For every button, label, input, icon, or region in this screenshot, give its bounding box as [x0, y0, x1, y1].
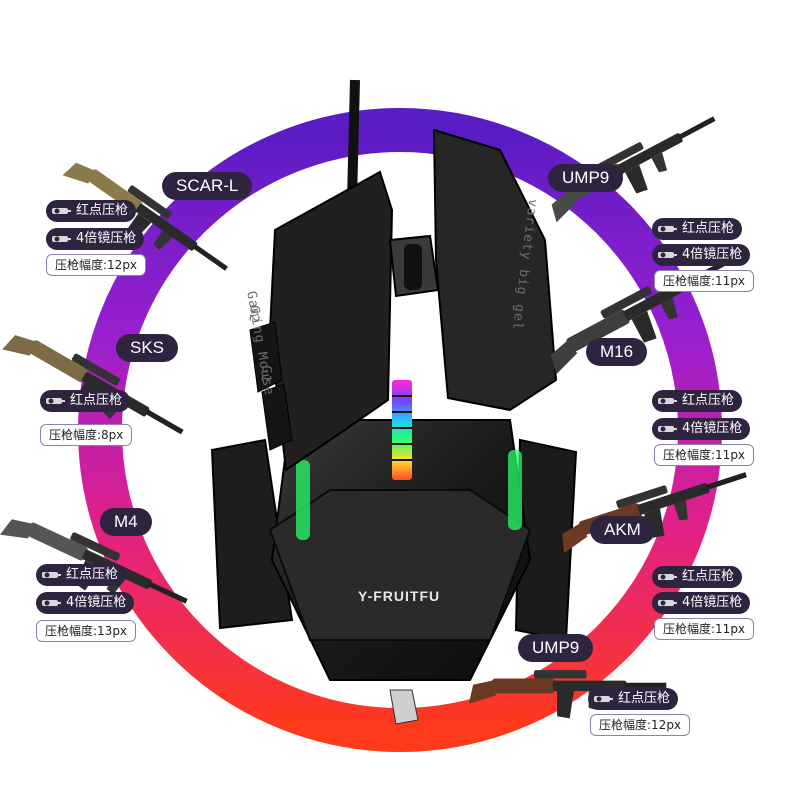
- tag-red-dot: 红点压枪: [46, 200, 137, 222]
- tag-4x-scope: 4倍镜压枪: [652, 592, 751, 614]
- weapon-label-m16: M16: [586, 338, 648, 366]
- tag-red-dot: 红点压枪: [36, 564, 127, 586]
- red-dot-sight-icon: [44, 393, 66, 409]
- weapon-label-m4: M4: [100, 508, 152, 536]
- recoil-amount: 压枪幅度:8px: [40, 424, 133, 446]
- recoil-amount: 压枪幅度:12px: [46, 254, 147, 276]
- scope-4x-icon: [50, 231, 72, 247]
- mouse-cable: [347, 79, 360, 201]
- mouse-print-g1: G1: [257, 364, 274, 384]
- red-dot-sight-icon: [656, 221, 678, 237]
- recoil-amount: 压枪幅度:13px: [36, 620, 137, 642]
- tag-4x-scope: 4倍镜压枪: [46, 228, 145, 250]
- mouse-print-g2: G2: [245, 304, 262, 324]
- tag-4x-scope: 4倍镜压枪: [36, 592, 135, 614]
- recoil-amount: 压枪幅度:11px: [654, 444, 755, 466]
- scope-4x-icon: [656, 421, 678, 437]
- red-dot-sight-icon: [656, 569, 678, 585]
- red-dot-sight-icon: [50, 203, 72, 219]
- recoil-amount: 压枪幅度:11px: [654, 618, 755, 640]
- weapon-label-ump9-bottom: UMP9: [518, 634, 594, 662]
- tag-red-dot: 红点压枪: [652, 218, 743, 240]
- weapon-label-akm: AKM: [590, 516, 655, 544]
- recoil-amount: 压枪幅度:11px: [654, 270, 755, 292]
- weapon-label-scar-l: SCAR-L: [162, 172, 253, 200]
- rifle-icon: [468, 670, 667, 719]
- recoil-amount: 压枪幅度:12px: [590, 714, 691, 736]
- red-dot-sight-icon: [592, 691, 614, 707]
- scope-4x-icon: [656, 595, 678, 611]
- weapon-label-sks: SKS: [116, 334, 179, 362]
- tag-4x-scope: 4倍镜压枪: [652, 244, 751, 266]
- weapon-label-ump9: UMP9: [548, 164, 624, 192]
- scope-4x-icon: [40, 595, 62, 611]
- tag-red-dot: 红点压枪: [652, 390, 743, 412]
- tag-4x-scope: 4倍镜压枪: [652, 418, 751, 440]
- tag-red-dot: 红点压枪: [652, 566, 743, 588]
- rifle-icon: [551, 116, 716, 223]
- gaming-mouse: [210, 128, 578, 725]
- tag-red-dot: 红点压枪: [40, 390, 131, 412]
- red-dot-sight-icon: [656, 393, 678, 409]
- scope-4x-icon: [656, 247, 678, 263]
- red-dot-sight-icon: [40, 567, 62, 583]
- brand-logo-text: Y-FRUITFU: [358, 588, 441, 604]
- tag-red-dot: 红点压枪: [588, 688, 679, 710]
